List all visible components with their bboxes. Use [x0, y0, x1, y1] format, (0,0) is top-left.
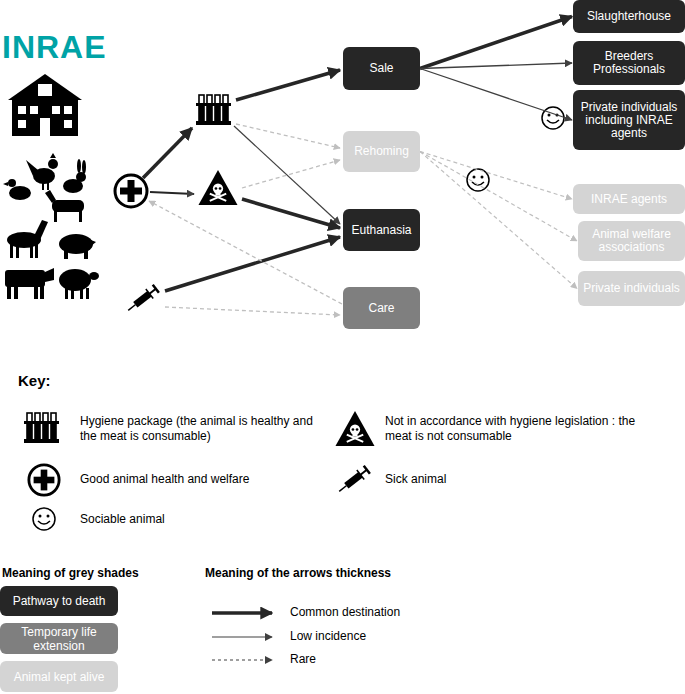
box-label: Euthanasia	[351, 224, 411, 237]
logo-text: INRAE	[2, 30, 107, 64]
legend-text: Pathway to death	[13, 594, 106, 608]
flow-arrow	[420, 69, 572, 121]
legend-swatch: Animal kept alive	[0, 661, 118, 692]
flow-arrow	[420, 152, 577, 242]
box-label: Private individuals including INRAE agen…	[577, 101, 681, 140]
hazard-symbol	[198, 170, 237, 205]
syringe-symbol	[336, 465, 371, 496]
legend-text: Temporary life extension	[0, 625, 118, 653]
legend-entry: Sick animal	[385, 472, 625, 487]
health-symbol	[115, 175, 147, 207]
box-label: INRAE agents	[591, 193, 667, 206]
legend-entry: Common destination	[290, 605, 490, 620]
outcome-box: Animal welfare associations	[578, 221, 685, 261]
outcome-box: Breeders Professionals	[573, 41, 685, 85]
outcome-box: INRAE agents	[573, 184, 685, 214]
legend-text: Animal kept alive	[14, 670, 105, 684]
box-label: Animal welfare associations	[582, 228, 681, 254]
smiley-symbol	[33, 508, 55, 530]
legend-entry: Good animal health and welfare	[80, 472, 320, 487]
outcome-box: Care	[343, 287, 420, 329]
outcome-box: Private individuals	[578, 271, 685, 306]
thick-line-sample	[212, 611, 272, 615]
thin-line-sample	[212, 636, 272, 637]
legend-text: Sociable animal	[80, 512, 165, 526]
legend-swatch: Pathway to death	[0, 586, 118, 616]
legend-text: Not in accordance with hygiene legislati…	[385, 414, 635, 443]
flow-arrows	[143, 70, 342, 315]
legend-text: Sick animal	[385, 472, 446, 486]
outcome-box: Rehoming	[343, 131, 420, 172]
flow-arrow	[420, 152, 577, 289]
outcome-box: Slaughterhouse	[573, 0, 685, 33]
flow-arrow	[420, 17, 572, 69]
section-heading: Meaning of the arrows thickness	[205, 566, 391, 580]
box-label: Sale	[369, 62, 393, 75]
box-label: Care	[368, 302, 394, 315]
section-heading: Meaning of grey shades	[2, 566, 139, 580]
legend-text: Hygiene package (the animal is healthy a…	[80, 414, 313, 443]
legend-entry: Not in accordance with hygiene legislati…	[385, 414, 655, 444]
hazard-symbol	[335, 411, 374, 446]
box-label: Breeders Professionals	[577, 50, 681, 76]
box-label: Private individuals	[583, 282, 680, 295]
legend-swatch: Temporary life extension	[0, 623, 118, 654]
flow-arrow	[420, 152, 572, 200]
hygiene-symbol	[24, 413, 59, 443]
legend-text: Common destination	[290, 605, 400, 619]
legend-text: Low incidence	[290, 629, 366, 643]
legend-entry: Sociable animal	[80, 512, 320, 527]
hygiene-symbol	[196, 95, 231, 125]
legend-entry: Low incidence	[290, 629, 490, 644]
health-symbol	[29, 465, 59, 495]
box-label: Slaughterhouse	[587, 10, 671, 23]
animals-icon	[3, 153, 99, 299]
dashed-line-sample	[212, 659, 272, 660]
legend-text: Good animal health and welfare	[80, 472, 249, 486]
school-icon	[8, 74, 82, 136]
flow-arrow	[420, 63, 572, 69]
legend-entry: Hygiene package (the animal is healthy a…	[80, 414, 325, 444]
outcome-box: Sale	[343, 47, 420, 90]
outcome-box: Euthanasia	[343, 209, 420, 251]
syringe-symbol	[125, 284, 160, 315]
legend-entry: Rare	[290, 652, 490, 667]
key-heading: Key:	[18, 372, 51, 389]
legend-text: Rare	[290, 652, 316, 666]
outcome-box: Private individuals including INRAE agen…	[573, 90, 685, 150]
box-label: Rehoming	[354, 145, 409, 158]
